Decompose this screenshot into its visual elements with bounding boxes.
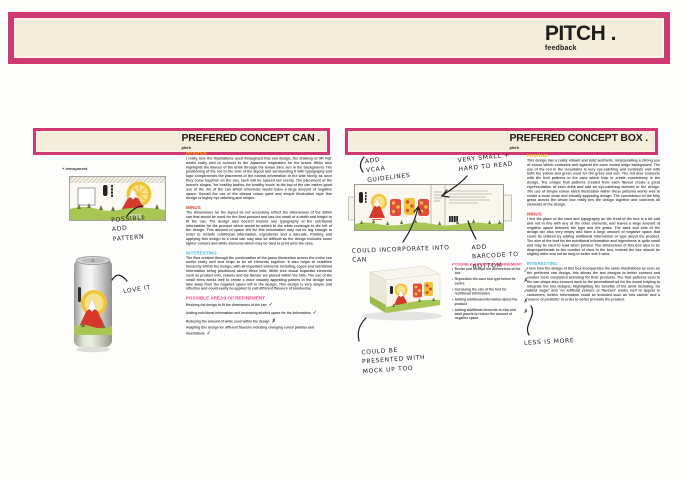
box-feedback-column: POSITIVE This design has a really vibran… bbox=[527, 153, 660, 460]
transparent-note: + transparent bbox=[62, 166, 88, 171]
refinement-item-text: Resize and reshape the dimensions of the… bbox=[454, 267, 521, 276]
can-interesting-text: The flow created through the continuatio… bbox=[186, 256, 332, 291]
box-interesting-heading: INTERESTING bbox=[527, 261, 558, 267]
page-subtitle: feedback bbox=[544, 45, 577, 52]
arrow-guidelines bbox=[359, 156, 365, 173]
bullet-icon: • bbox=[452, 287, 454, 292]
can-label-sketch bbox=[69, 176, 166, 226]
refinement-item: Reducing the amount of white used within… bbox=[186, 317, 332, 325]
refinement-item: •Increasing the size of the font for nut… bbox=[452, 287, 528, 296]
box-dieline-sketch bbox=[348, 182, 512, 239]
refinement-mark-icon: ✓ bbox=[268, 300, 274, 308]
refinement-item: Adding nutritional information and incre… bbox=[186, 308, 332, 316]
pitch-header-text: PITCH . feedback bbox=[544, 22, 617, 52]
can-interesting-heading: INTERESTING bbox=[186, 250, 217, 256]
bullet-icon: • bbox=[452, 308, 454, 312]
annotation-possible-add-pattern: POSSIBLE ADD PATTERN bbox=[110, 214, 147, 243]
can-mockup-art bbox=[74, 256, 112, 353]
box-section-header-text: PREFERED CONCEPT BOX . pitch bbox=[509, 132, 648, 150]
refinement-item: •Reposition the cans and type below its … bbox=[452, 277, 528, 286]
refinement-item-text: Reducing the amount of white used within… bbox=[186, 319, 270, 324]
box-refinement-column: POSSIBLE AREAS OF REFINEMENT •Resize and… bbox=[452, 262, 528, 384]
can-minus-text: The dimensions for the layout do not acc… bbox=[186, 211, 332, 246]
box-mockup-art bbox=[362, 265, 442, 321]
can-refinement-heading: POSSIBLE AREAS OF REFINEMENT bbox=[186, 295, 265, 301]
page-title: PITCH . bbox=[544, 22, 617, 45]
box-minus-text: I feel the place of the cans and typogra… bbox=[527, 217, 660, 257]
box-positive-text: This design has a really vibrant and bol… bbox=[527, 159, 660, 207]
refinement-item-text: Reposition the cans and type below its c… bbox=[454, 277, 516, 286]
annotation-add-guidelines: ADD VCAA GUIDELINES bbox=[364, 156, 411, 184]
can-section-subtitle: pitch bbox=[181, 144, 192, 150]
refinement-mark-icon: ✓ bbox=[206, 329, 212, 337]
can-section-title: PREFERED CONCEPT CAN . bbox=[181, 132, 320, 144]
refinement-mark-icon: ✗ bbox=[271, 317, 277, 325]
box-interesting-text: I love how the design of this box incorp… bbox=[527, 267, 660, 302]
refinement-item-text: Adding additional elements to side and b… bbox=[454, 308, 517, 321]
refinement-item-text: Adding nutritional information and incre… bbox=[186, 311, 311, 316]
refinement-item: Adapting this design for different flavo… bbox=[186, 326, 332, 336]
annotation-incorporate: COULD INCORPORATE INTO CAN bbox=[351, 244, 450, 265]
can-label-sketch-art bbox=[69, 176, 166, 221]
box-dieline-art bbox=[348, 184, 512, 231]
refinement-item: •Adding additional elements to side and … bbox=[452, 308, 528, 320]
annotation-love-it: LOVE IT bbox=[122, 283, 152, 296]
box-section-subtitle: pitch bbox=[509, 144, 520, 150]
box-section-header: PREFERED CONCEPT BOX . pitch bbox=[345, 128, 658, 155]
can-section-header-text: PREFERED CONCEPT CAN . pitch bbox=[181, 132, 320, 150]
can-positive-heading: POSITIVE bbox=[186, 151, 208, 156]
can-section-header: PREFERED CONCEPT CAN . pitch bbox=[33, 128, 330, 155]
refinement-mark-icon: ✓ bbox=[312, 308, 318, 316]
refinement-item-text: Adapting this design for different flavo… bbox=[186, 325, 315, 336]
bullet-icon: • bbox=[452, 298, 454, 302]
box-mockup-image bbox=[356, 260, 448, 329]
bullet-icon: • bbox=[452, 267, 454, 272]
annotation-mockup-too: COULD BE PRESENTED WITH MOCK UP TOO bbox=[361, 346, 426, 375]
refinement-item-text: Adding additional information about the … bbox=[454, 298, 518, 306]
refinement-item: •Adding additional information about the… bbox=[452, 297, 528, 306]
bullet-icon: • bbox=[452, 277, 454, 282]
refinement-item-text: Increasing the size of the font for nutr… bbox=[454, 287, 507, 296]
box-positive-heading: POSITIVE bbox=[527, 153, 549, 158]
box-refinement-heading: POSSIBLE AREAS OF REFINEMENT bbox=[452, 262, 523, 267]
can-positive-text: I really love the illustrations used thr… bbox=[186, 157, 332, 201]
can-minus-heading: MINUS bbox=[186, 205, 201, 211]
box-minus-heading: MINUS bbox=[527, 211, 542, 217]
can-mockup-image bbox=[71, 251, 115, 359]
refinement-item: Resizing the design to fit the dimension… bbox=[186, 300, 332, 308]
refinement-item-text: Resizing the design to fit the dimension… bbox=[186, 303, 267, 308]
can-feedback-column: POSITIVE I really love the illustrations… bbox=[186, 151, 332, 482]
refinement-item: •Resize and reshape the dimensions of th… bbox=[452, 267, 528, 276]
pitch-header: PITCH . feedback bbox=[8, 12, 670, 64]
box-section-title: PREFERED CONCEPT BOX . bbox=[509, 132, 648, 144]
